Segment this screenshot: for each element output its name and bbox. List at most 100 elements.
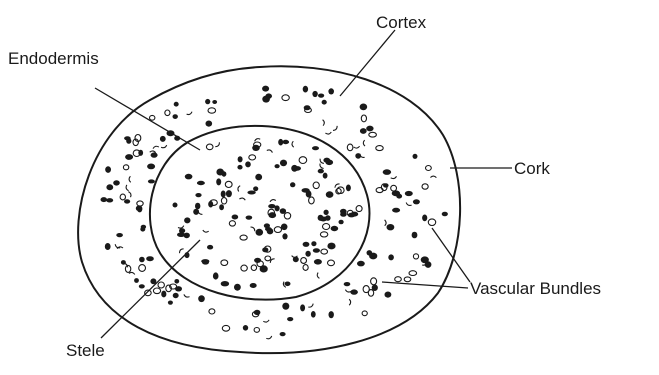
stele-filled-cell — [237, 165, 242, 170]
cortex-filled-cell — [360, 104, 368, 111]
stele-hollow-cell — [303, 265, 308, 271]
stele-hollow-cell — [240, 235, 247, 240]
cortex-curved-mark — [363, 140, 365, 146]
stele-filled-cell — [219, 204, 224, 210]
cortex-curved-mark — [184, 294, 190, 297]
cortex-hollow-cell — [404, 277, 411, 282]
stele-filled-cell — [267, 228, 274, 234]
cortex-hollow-cell — [369, 132, 377, 137]
cortex-filled-cell — [425, 261, 432, 268]
cortex-label: Cortex — [376, 13, 427, 32]
cortex-filled-cell — [138, 150, 143, 156]
cortex-filled-cell — [344, 282, 351, 286]
cortex-filled-cell — [387, 224, 395, 230]
cortex-hollow-cell — [426, 166, 432, 171]
cortex-curved-mark — [263, 320, 269, 322]
cortex-filled-cell — [287, 317, 293, 321]
cork-label: Cork — [514, 159, 550, 178]
cortex-hollow-cell — [209, 309, 215, 314]
cortex-filled-cell — [174, 102, 179, 107]
stele-filled-cell — [213, 272, 219, 279]
cortex-curved-mark — [391, 176, 397, 178]
cortex-filled-cell — [442, 212, 448, 217]
stele-filled-cell — [184, 217, 190, 223]
cortex-curved-mark — [308, 304, 313, 308]
stele-filled-cell — [346, 185, 351, 192]
cortex-curved-mark — [129, 176, 131, 182]
cortex-hollow-cell — [153, 288, 160, 294]
stele-hollow-cell — [206, 144, 213, 150]
cortex-filled-cell — [206, 121, 213, 127]
cortex-hollow-cell — [422, 184, 428, 189]
cortex-curved-mark — [430, 176, 436, 178]
stele-filled-cell — [282, 140, 289, 144]
cortex-hollow-cell — [413, 254, 418, 259]
cortex-filled-cell — [147, 164, 155, 170]
cortex-filled-cell — [116, 233, 123, 237]
cortex-filled-cell — [392, 208, 400, 213]
stele-filled-cell — [195, 193, 201, 197]
cortex-filled-cell — [412, 232, 418, 239]
cortex-filled-cell — [369, 253, 377, 260]
cortex-filled-cell — [372, 284, 378, 291]
stele-filled-cell — [185, 174, 193, 180]
stele-filled-cell — [216, 178, 221, 185]
cortex-curved-mark — [161, 145, 167, 148]
cortex-filled-cell — [350, 289, 358, 294]
cortex-filled-cell — [106, 198, 113, 202]
stele-filled-cell — [293, 257, 299, 263]
stele-label: Stele — [66, 341, 105, 360]
stele-filled-cell — [221, 281, 229, 286]
cortex-filled-cell — [174, 279, 179, 284]
cortex-curved-mark — [153, 146, 159, 148]
cortex-hollow-cell — [158, 282, 164, 288]
stele-filled-cell — [173, 203, 178, 208]
cortex-filled-cell — [151, 152, 158, 157]
vascular-bundles-label: Vascular Bundles — [470, 279, 601, 298]
stele-hollow-cell — [241, 265, 247, 271]
stele-curved-mark — [267, 150, 273, 153]
cortex-filled-cell — [139, 257, 145, 263]
stele-hollow-cell — [225, 181, 232, 187]
stele-filled-cell — [226, 190, 232, 197]
stele-filled-cell — [323, 173, 328, 179]
stele-curved-mark — [203, 230, 209, 232]
stele-filled-cell — [197, 181, 205, 185]
stele-hollow-cell — [221, 198, 226, 204]
stele-filled-cell — [255, 174, 262, 181]
cortex-hollow-cell — [222, 325, 229, 331]
stele-curved-mark — [179, 249, 183, 253]
stele-hollow-cell — [328, 260, 335, 266]
cortex-filled-cell — [383, 169, 391, 175]
stele-filled-cell — [262, 247, 268, 252]
cortex-curved-mark — [406, 203, 411, 206]
cortex-filled-cell — [304, 105, 311, 110]
stele-filled-cell — [294, 166, 301, 171]
stele-filled-cell — [221, 191, 226, 198]
stele-hollow-cell — [356, 206, 362, 212]
cortex-filled-cell — [173, 293, 179, 298]
cortex-curved-mark — [333, 126, 337, 130]
cortex-hollow-cell — [376, 146, 383, 151]
stele-curved-mark — [178, 226, 184, 229]
cortex-filled-cell — [422, 215, 427, 222]
stele-hollow-cell — [229, 221, 235, 226]
stele-filled-cell — [202, 260, 209, 264]
cortex-filled-cell — [357, 261, 365, 267]
stele-filled-cell — [323, 158, 330, 163]
stele-hollow-cell — [284, 213, 290, 219]
cortex-hollow-cell — [165, 110, 170, 116]
cortex-filled-cell — [106, 184, 113, 190]
cortex-curved-mark — [354, 146, 360, 148]
stele-curved-mark — [317, 273, 319, 279]
stele-hollow-cell — [323, 224, 330, 230]
cortex-filled-cell — [126, 138, 131, 144]
stele-outline — [150, 126, 370, 300]
stele-hollow-cell — [313, 182, 319, 189]
stele-filled-cell — [195, 203, 200, 210]
vascular-bundles-leader-upper — [432, 228, 470, 282]
cortex-filled-cell — [125, 154, 133, 160]
cortex-filled-cell — [146, 256, 154, 261]
stele-filled-cell — [326, 191, 334, 198]
cortex-hollow-cell — [123, 165, 128, 170]
